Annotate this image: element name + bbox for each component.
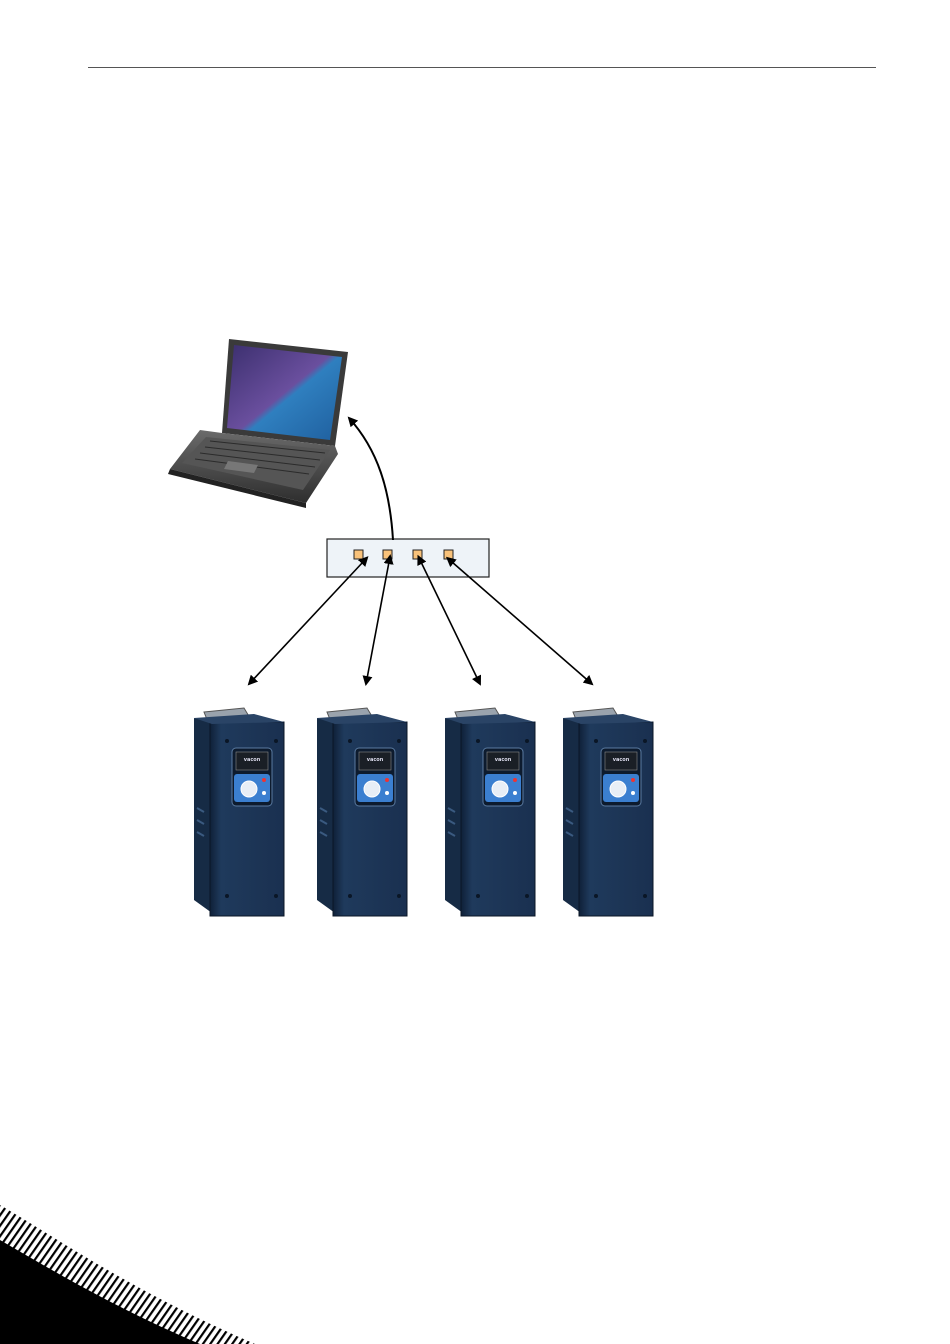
switch-port-4 xyxy=(444,550,453,559)
laptop-icon xyxy=(168,339,348,508)
drive-unit-3: vacon xyxy=(445,708,535,916)
switch-port-3 xyxy=(413,550,422,559)
drive-brand-label: vacon xyxy=(613,757,630,763)
switch-port-1 xyxy=(354,550,363,559)
drive-unit-4: vacon xyxy=(563,708,653,916)
drive-unit-1: vacon xyxy=(194,708,284,916)
drive-link-2 xyxy=(366,562,389,684)
network-switch-icon xyxy=(327,539,489,577)
drive-brand-label: vacon xyxy=(495,757,512,763)
uplink-arrow xyxy=(349,418,393,540)
corner-stripes-decoration xyxy=(0,1205,255,1344)
drive-brand-label: vacon xyxy=(367,757,384,763)
drive-link-4 xyxy=(452,562,592,684)
drive-brand-label: vacon xyxy=(244,757,261,763)
switch-port-2 xyxy=(383,550,392,559)
drive-link-1 xyxy=(249,562,363,684)
drive-unit-2: vacon xyxy=(317,708,407,916)
drive-link-3 xyxy=(421,562,480,684)
